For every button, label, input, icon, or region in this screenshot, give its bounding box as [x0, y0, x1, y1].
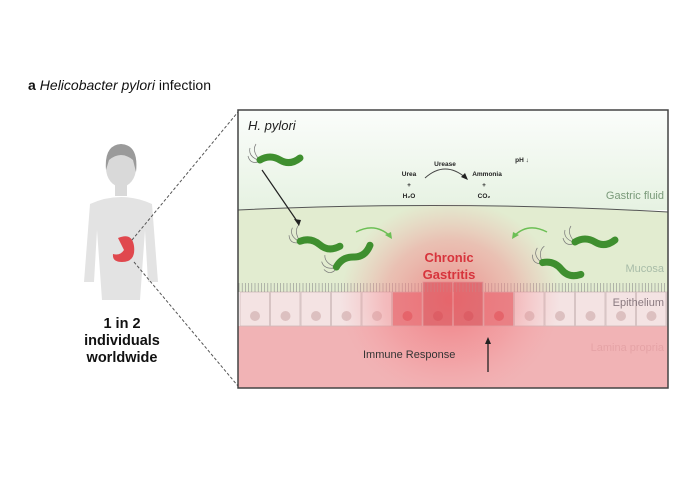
product-co2: CO₂	[478, 193, 491, 200]
condition-label-1: Chronic	[424, 250, 473, 265]
epithelial-cell	[666, 291, 668, 327]
gastric-fluid-label: Gastric fluid	[606, 190, 664, 202]
product-ammonia: Ammonia	[472, 171, 502, 178]
cell-nucleus	[677, 311, 687, 321]
reactant-water: H₂O	[403, 193, 416, 200]
zoom-line-bottom	[133, 261, 239, 387]
immune-response-label: Immune Response	[363, 349, 455, 361]
ph-label: pH ↓	[515, 157, 529, 164]
tissue-panel	[238, 110, 687, 388]
reactant-urea: Urea	[402, 171, 417, 178]
mucosa-label: Mucosa	[625, 263, 664, 275]
prevalence-stat: 1 in 2 individuals worldwide	[62, 316, 182, 367]
organism-label: H. pylori	[248, 118, 297, 133]
epithelium-label: Epithelium	[613, 297, 664, 309]
title-organism: Helicobacter pylori	[39, 77, 155, 93]
plus-sign: +	[482, 182, 486, 189]
title-rest: infection	[158, 77, 212, 93]
h-pylori-bacterium-icon	[288, 224, 344, 253]
cell-nucleus	[250, 311, 260, 321]
stat-line-2: individuals	[84, 333, 160, 349]
panel-border	[237, 109, 669, 389]
human-figure	[84, 144, 158, 300]
h-pylori-bacterium-icon	[321, 241, 374, 273]
lamina-propria-label: Lamina propria	[591, 342, 665, 354]
gastric-fluid-layer	[238, 110, 668, 210]
cell-nucleus	[280, 311, 291, 321]
inflammation-glow	[340, 200, 560, 388]
h-pylori-bacterium-icon	[562, 225, 619, 249]
plus-sign: +	[407, 182, 411, 189]
entry-arrow	[261, 169, 300, 225]
panel-letter: a	[28, 77, 36, 93]
urease-arrow	[424, 168, 467, 179]
zoom-line-top	[131, 111, 239, 241]
condition-label-2: Gastritis	[423, 267, 476, 282]
cell-nucleus	[616, 311, 626, 321]
cell-nucleus	[585, 311, 596, 321]
stomach-icon	[112, 236, 135, 262]
stat-line-1: 1 in 2	[103, 316, 141, 332]
cell-nucleus	[311, 311, 321, 321]
h-pylori-bacterium-icon	[532, 245, 585, 280]
enzyme-label: Urease	[434, 161, 456, 168]
h-pylori-bacterium-icon	[247, 143, 304, 167]
stat-line-3: worldwide	[86, 350, 158, 366]
cell-nucleus	[646, 311, 657, 321]
